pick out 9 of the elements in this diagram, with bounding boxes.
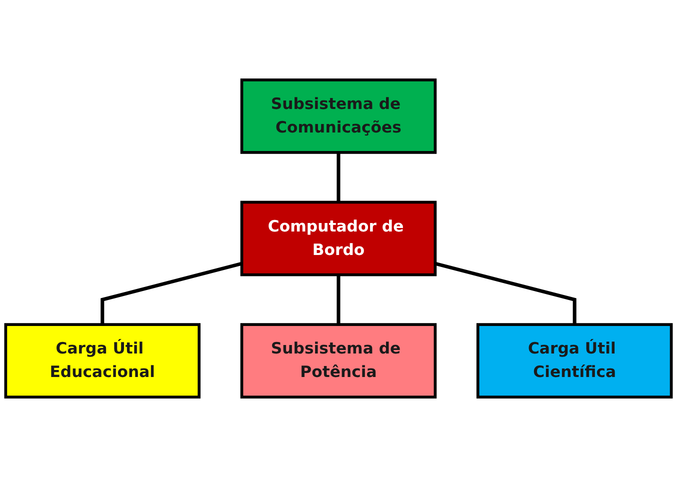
connector <box>336 152 340 202</box>
node-box: Carga Útil Científica <box>476 323 673 398</box>
connector <box>434 262 576 325</box>
connector <box>336 274 340 325</box>
connector <box>100 262 242 325</box>
node-box: Computador de Bordo <box>240 200 437 276</box>
node-box: Carga Útil Educacional <box>4 323 201 398</box>
node-box: Subsistema de Potência <box>240 323 437 398</box>
node-box: Subsistema de Comunicações <box>240 78 437 154</box>
